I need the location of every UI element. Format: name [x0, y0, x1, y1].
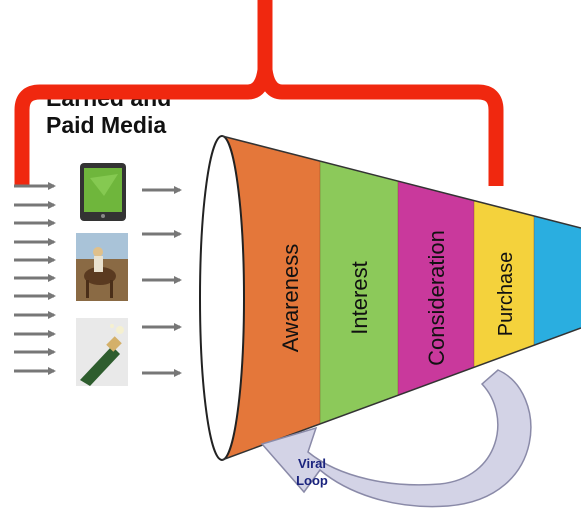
outgoing-arrows	[142, 186, 182, 377]
champagne-photo	[76, 318, 128, 386]
horse-rider-photo	[76, 233, 128, 301]
viral-loop-arrow	[260, 369, 532, 508]
header-line-2: Paid Media	[46, 112, 167, 138]
stage-label-consideration: Consideration	[424, 230, 449, 366]
incoming-arrows	[14, 182, 56, 375]
red-bracket	[14, 0, 504, 186]
stage-label-awareness: Awareness	[278, 244, 303, 352]
funnel-band-end	[534, 136, 581, 460]
stage-label-interest: Interest	[347, 261, 372, 334]
tablet-icon	[80, 163, 126, 221]
stage-label-purchase: Purchase	[495, 252, 517, 337]
viral-loop-label-line1: Viral	[298, 456, 326, 471]
funnel-mouth	[199, 135, 245, 461]
viral-loop-label-line2: Loop	[296, 473, 328, 488]
